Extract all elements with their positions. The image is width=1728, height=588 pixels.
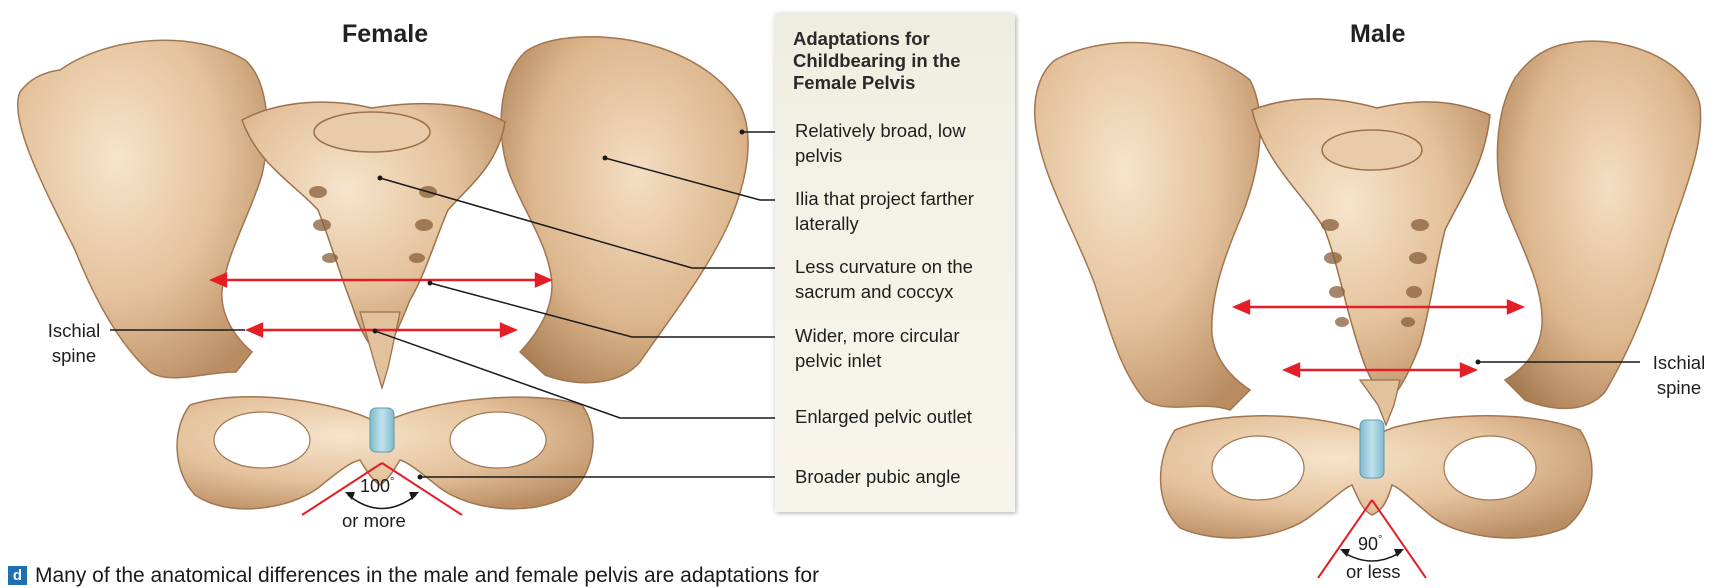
- male-heading: Male: [1350, 20, 1406, 49]
- female-pelvis: [18, 37, 748, 509]
- male-left-obturator: [1212, 436, 1304, 500]
- male-pubic-symphysis: [1360, 420, 1384, 478]
- female-sacral-promontory: [314, 112, 430, 152]
- male-pelvis: [1035, 41, 1701, 538]
- male-angle-label: 90°: [1358, 528, 1382, 557]
- female-pubic-symphysis: [370, 408, 394, 452]
- panel-item-inlet: Wider, more circular pelvic inlet: [795, 323, 1000, 373]
- female-right-obturator: [450, 412, 546, 468]
- female-angle-unit: °: [390, 476, 394, 488]
- female-angle-note: or more: [342, 508, 406, 533]
- female-angle-value: 100: [360, 476, 390, 496]
- panel-item-broad-low: Relatively broad, low pelvis: [795, 118, 1000, 168]
- caption-badge: d: [8, 566, 27, 585]
- female-coccyx: [360, 312, 400, 388]
- panel-item-sacrum: Less curvature on the sacrum and coccyx: [795, 254, 1010, 304]
- female-right-ilium: [501, 37, 748, 383]
- caption-text: Many of the anatomical differences in th…: [35, 564, 819, 587]
- male-coccyx: [1360, 380, 1400, 425]
- female-angle-label: 100°: [360, 470, 394, 499]
- figure-caption: d Many of the anatomical differences in t…: [8, 564, 819, 588]
- male-right-obturator: [1444, 436, 1536, 500]
- panel-item-ilia: Ilia that project farther laterally: [795, 186, 1000, 236]
- female-left-obturator: [214, 412, 310, 468]
- male-sacral-promontory: [1322, 130, 1422, 170]
- male-angle-note: or less: [1346, 559, 1401, 584]
- female-heading: Female: [342, 20, 428, 49]
- adaptations-panel: Adaptations for Childbearing in the Fema…: [775, 14, 1015, 512]
- male-angle-unit: °: [1378, 534, 1382, 546]
- male-ischial-spine-label: Ischial spine: [1640, 350, 1718, 400]
- female-ischial-spine-label: Ischial spine: [40, 318, 108, 368]
- male-left-ilium: [1035, 43, 1260, 410]
- panel-item-outlet: Enlarged pelvic outlet: [795, 404, 1010, 429]
- male-angle-value: 90: [1358, 534, 1378, 554]
- panel-title: Adaptations for Childbearing in the Fema…: [793, 28, 1003, 94]
- panel-item-pubic-angle: Broader pubic angle: [795, 464, 1010, 489]
